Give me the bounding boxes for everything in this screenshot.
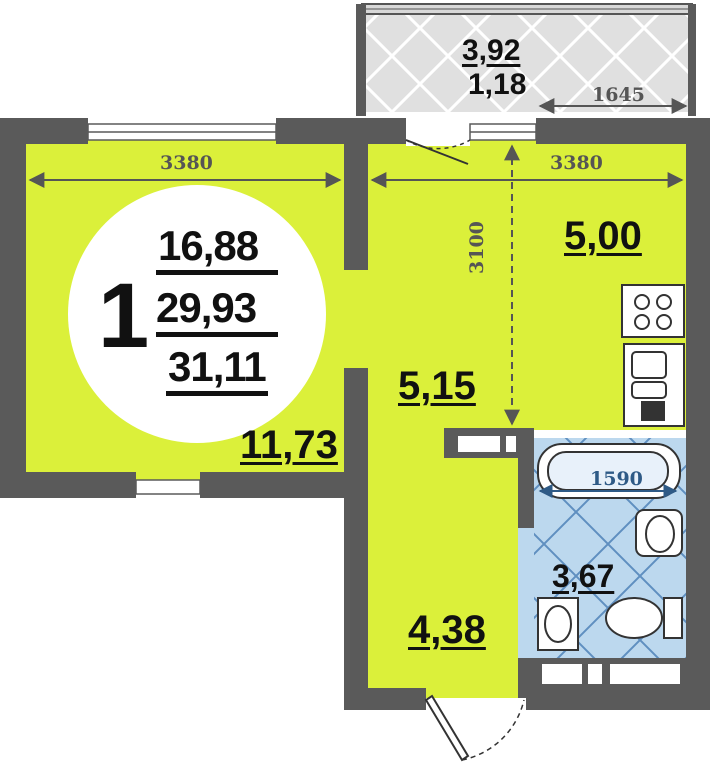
windows bbox=[87, 123, 537, 495]
hallway-area: 5,15 bbox=[398, 364, 476, 408]
bathtub bbox=[537, 443, 681, 499]
total-area-with-balcony-underline bbox=[166, 391, 268, 396]
balcony-width-dim: 1645 bbox=[592, 84, 645, 106]
bath-width-dim: 1590 bbox=[590, 468, 643, 490]
bathroom-area-label: 3,67 bbox=[552, 558, 615, 594]
balcony-area: 3,92 bbox=[462, 34, 521, 67]
balcony bbox=[356, 3, 696, 116]
kitchen-area: 5,00 bbox=[564, 214, 642, 258]
living-width-dim: 3380 bbox=[160, 152, 213, 174]
washbasin bbox=[635, 509, 683, 557]
walls bbox=[0, 118, 710, 710]
bath-sink bbox=[537, 597, 579, 651]
corridor-area: 4,38 bbox=[408, 608, 486, 652]
total-area: 29,93 bbox=[156, 284, 257, 331]
total-area-underline bbox=[156, 332, 278, 337]
kitchen-width-dim: 3380 bbox=[550, 152, 603, 174]
living-area: 16,88 bbox=[158, 222, 259, 269]
doors bbox=[405, 139, 534, 762]
kitchen-sink bbox=[623, 343, 685, 427]
living-area-underline bbox=[156, 270, 278, 275]
total-area-with-balcony: 31,11 bbox=[168, 343, 267, 390]
stove bbox=[621, 284, 685, 338]
balcony-area-reduced: 1,18 bbox=[468, 68, 527, 101]
toilet bbox=[605, 597, 683, 639]
living-room-area: 11,73 bbox=[240, 423, 338, 467]
room-count: 1 bbox=[98, 265, 150, 367]
kitchen-depth-dim: 3100 bbox=[466, 221, 488, 274]
apartment-badge bbox=[68, 185, 326, 443]
dimension-lines bbox=[28, 144, 684, 426]
wall-niches bbox=[458, 436, 680, 684]
